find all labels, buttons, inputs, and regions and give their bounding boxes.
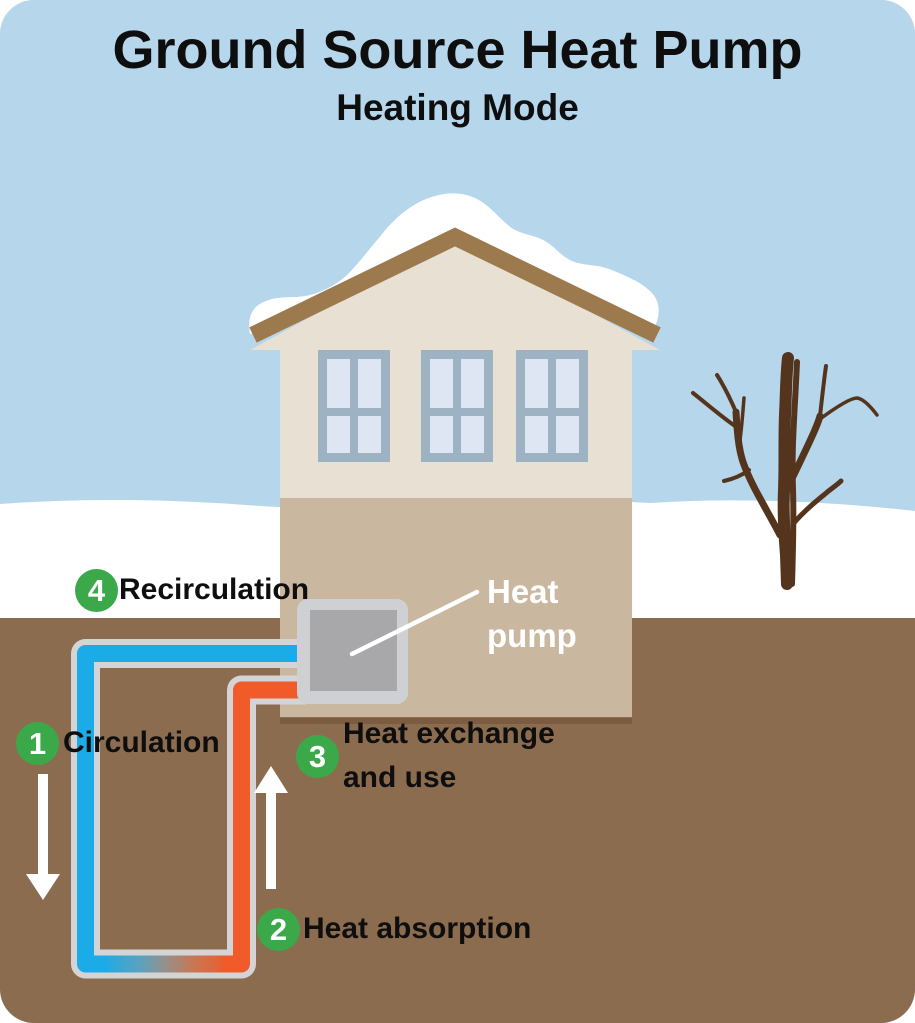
pipe-cold-supply [77,645,306,973]
window-transom [525,408,579,416]
step-label-heat-exchange: Heat exchange and use [343,712,555,800]
step-badge-1: 1 [16,722,59,765]
step-badge-2: 2 [257,908,300,951]
pipe-hot-return [222,681,306,973]
ground-loop [71,639,306,979]
step-label-circulation: Circulation [63,726,220,759]
step-label-heat-absorption: Heat absorption [303,912,532,945]
house [249,193,661,724]
window-mullion [548,359,556,453]
house-bottom-shadow [280,717,632,724]
down-arrow-shaft [38,774,48,878]
down-arrow-head [26,874,60,900]
window-transom [430,408,484,416]
window-right [516,350,588,462]
roof-snow [249,193,659,334]
step-label-heat-exchange-line1: Heat exchange [343,717,555,750]
up-arrow-head [254,766,288,793]
step-badge-4: 4 [75,569,118,612]
heat-pump-label-line1: Heat [487,573,559,610]
flow-arrows [26,766,288,900]
house-gable [250,238,660,350]
heat-pump-label-line2: pump [487,617,577,654]
window-mullion [453,359,461,453]
heat-pump-callout-label: Heat pump [487,570,577,658]
step-label-recirculation: Recirculation [119,573,310,606]
up-arrow-icon [254,766,288,889]
step-number-4: 4 [87,573,106,608]
step-number-3: 3 [308,739,327,774]
down-arrow-icon [26,774,60,900]
step-label-heat-exchange-line2: and use [343,761,457,794]
heat-pump-pointer-line [349,589,480,657]
window-mullion [350,359,358,453]
heat-pump-body [310,610,397,691]
diagram-subtitle: Heating Mode [336,87,579,128]
windows [318,350,588,462]
diagram-title: Ground Source Heat Pump [112,20,803,80]
step-number-1: 1 [28,726,47,761]
up-arrow-shaft [266,790,276,889]
step-number-2: 2 [269,912,288,947]
window-middle [421,350,493,462]
window-transom [327,408,381,416]
step-badge-3: 3 [296,735,339,778]
window-left [318,350,390,462]
roof-beams [249,227,661,343]
bare-tree [691,352,879,590]
